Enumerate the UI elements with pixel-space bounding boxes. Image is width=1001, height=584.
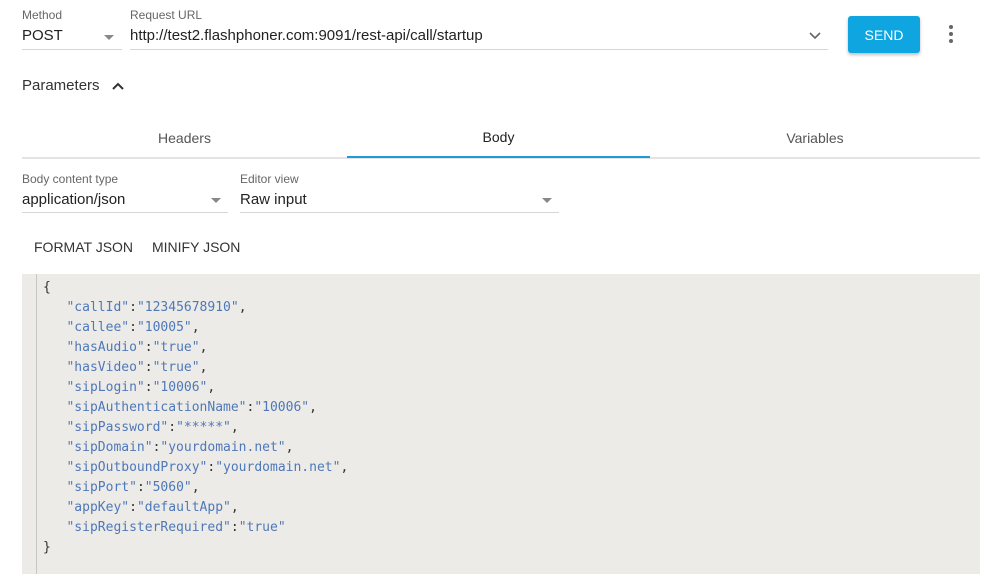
json-key: "sipLogin"	[66, 380, 145, 395]
json-key: "sipDomain"	[66, 440, 153, 455]
json-value: "5060"	[144, 480, 192, 495]
content-type-value: application/json	[22, 191, 126, 208]
json-key: "callee"	[66, 320, 130, 335]
content-type-label: Body content type	[22, 172, 119, 186]
tabs-divider	[22, 157, 980, 159]
more-options-icon[interactable]	[946, 25, 956, 43]
content-type-select[interactable]: application/json	[22, 188, 228, 213]
json-line: "hasAudio":"true",	[66, 340, 208, 355]
json-line: "sipPort":"5060",	[66, 480, 200, 495]
json-value: "defaultApp"	[136, 500, 231, 515]
url-value: http://test2.flashphoner.com:9091/rest-a…	[130, 27, 483, 44]
method-select[interactable]: POST	[22, 24, 122, 50]
json-line: "sipOutboundProxy":"yourdomain.net",	[66, 460, 349, 475]
json-key: "callId"	[66, 300, 130, 315]
editor-view-label: Editor view	[240, 172, 299, 186]
json-key: "sipAuthenticationName"	[66, 400, 247, 415]
dropdown-caret-icon	[104, 35, 114, 40]
tab-body[interactable]: Body	[347, 118, 650, 158]
json-value: "yourdomain.net"	[215, 460, 341, 475]
json-line: "hasVideo":"true",	[66, 360, 208, 375]
json-close-brace: }	[43, 540, 51, 555]
json-key: "hasVideo"	[66, 360, 145, 375]
tab-headers[interactable]: Headers	[158, 130, 211, 146]
json-line: "callId":"12345678910",	[66, 300, 247, 315]
json-key: "appKey"	[66, 500, 130, 515]
chevron-down-icon[interactable]	[808, 31, 822, 41]
json-value: "true"	[152, 340, 200, 355]
editor-gutter	[36, 274, 37, 574]
json-value: "true"	[238, 520, 286, 535]
tab-variables[interactable]: Variables	[786, 130, 844, 146]
json-key: "sipPassword"	[66, 420, 169, 435]
parameters-title: Parameters	[22, 77, 100, 94]
json-key: "hasAudio"	[66, 340, 145, 355]
json-line: "sipDomain":"yourdomain.net",	[66, 440, 294, 455]
json-line: "sipLogin":"10006",	[66, 380, 216, 395]
json-value: "*****"	[176, 420, 231, 435]
chevron-up-icon	[111, 82, 124, 90]
method-value: POST	[22, 27, 63, 44]
json-value: "10005"	[136, 320, 192, 335]
json-line: "sipPassword":"*****",	[66, 420, 239, 435]
url-label: Request URL	[130, 8, 203, 22]
json-value: "10006"	[254, 400, 310, 415]
parameters-toggle[interactable]: Parameters	[22, 77, 124, 94]
method-label: Method	[22, 8, 63, 22]
minify-json-button[interactable]: MINIFY JSON	[152, 239, 241, 255]
dropdown-caret-icon	[211, 198, 221, 203]
json-key: "sipRegisterRequired"	[66, 520, 231, 535]
json-line: "sipRegisterRequired":"true"	[66, 520, 286, 535]
json-line: "sipAuthenticationName":"10006",	[66, 400, 317, 415]
json-value: "10006"	[152, 380, 208, 395]
format-json-button[interactable]: FORMAT JSON	[34, 239, 134, 255]
json-line: "appKey":"defaultApp",	[66, 500, 239, 515]
url-input[interactable]: http://test2.flashphoner.com:9091/rest-a…	[130, 24, 828, 50]
json-key: "sipPort"	[66, 480, 137, 495]
json-editor[interactable]: { "callId":"12345678910", "callee":"1000…	[22, 274, 980, 574]
editor-view-value: Raw input	[240, 191, 307, 208]
dropdown-caret-icon	[542, 198, 552, 203]
editor-view-select[interactable]: Raw input	[240, 188, 559, 213]
json-open-brace: {	[43, 280, 51, 295]
json-value: "12345678910"	[136, 300, 239, 315]
json-value: "true"	[152, 360, 200, 375]
send-button[interactable]: SEND	[848, 16, 920, 53]
json-key: "sipOutboundProxy"	[66, 460, 208, 475]
json-line: "callee":"10005",	[66, 320, 200, 335]
json-value: "yourdomain.net"	[160, 440, 286, 455]
